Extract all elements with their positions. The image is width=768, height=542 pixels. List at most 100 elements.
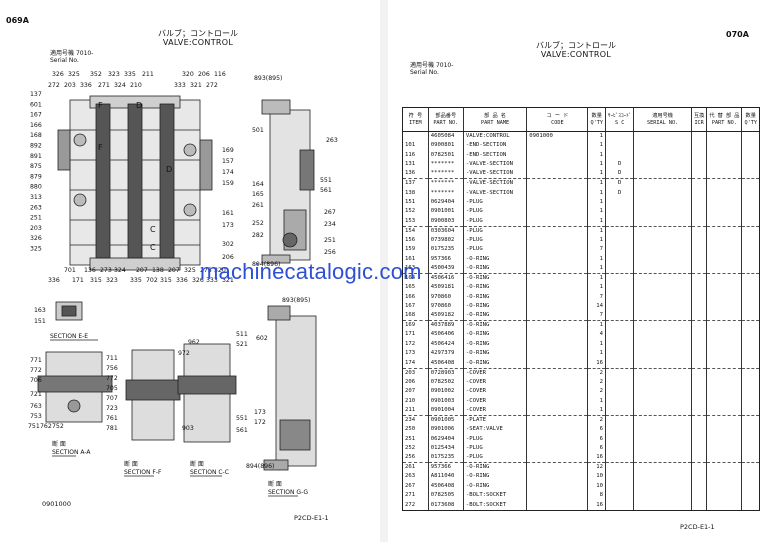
section-g-g-drawing	[263, 305, 317, 471]
cell-code	[526, 481, 588, 492]
cell-part-no: 970860	[427, 301, 464, 312]
cell-service-code	[604, 358, 634, 369]
cell-serial	[633, 254, 692, 264]
cell-item: 174	[402, 358, 429, 369]
cell-service-code	[604, 481, 634, 492]
cell-service-code	[604, 434, 634, 444]
cell-rep-qty	[741, 368, 760, 378]
callout-number: 333	[174, 82, 186, 89]
callout-number: 251	[30, 215, 42, 222]
cell-serial	[633, 377, 692, 387]
cell-rep-qty	[741, 491, 760, 501]
callout-number: 706	[30, 377, 42, 384]
cell-rep-part	[706, 273, 742, 283]
cell-rep-qty	[741, 226, 760, 236]
callout-number: 321	[190, 82, 202, 89]
section-kanji-c: 断 面	[190, 460, 204, 468]
cell-code	[526, 377, 588, 387]
cell-code	[526, 254, 588, 264]
cell-part-no: *******	[427, 159, 464, 170]
cell-rep-qty	[741, 349, 760, 359]
cell-part-name: -END-SECTION	[462, 141, 527, 151]
cell-part-no: 0901002	[427, 387, 464, 397]
cell-qty: 1	[587, 339, 606, 350]
cell-code	[526, 216, 588, 227]
cell-code: 0901000	[526, 131, 588, 141]
cell-rep-part	[706, 396, 742, 406]
cell-rep-icr	[690, 197, 707, 208]
footer-code-left: 0901000	[42, 500, 71, 508]
cell-part-name: -PLUG	[462, 453, 527, 464]
callout-number: 137	[30, 91, 42, 98]
cell-rep-icr	[690, 150, 707, 160]
cell-rep-icr	[690, 358, 707, 369]
cell-qty: 1	[587, 159, 606, 170]
cell-code	[526, 491, 588, 501]
cell-item: 173	[402, 349, 429, 359]
cell-rep-icr	[690, 311, 707, 322]
callout-number: 879	[30, 173, 42, 180]
callout-number: 335	[130, 277, 142, 284]
callout-number: 207	[168, 267, 180, 274]
callout-number: 210	[130, 82, 142, 89]
cell-code	[526, 368, 588, 378]
callout-number: 701	[64, 267, 76, 274]
callout-number: 762	[40, 423, 52, 430]
cell-serial	[633, 169, 692, 180]
cell-item: 131	[402, 159, 429, 170]
cell-service-code	[604, 273, 634, 283]
cell-service-code	[604, 207, 634, 217]
cell-qty: 1	[587, 131, 606, 141]
callout-number: 352	[90, 71, 102, 78]
callout-number: 165	[252, 191, 264, 198]
callout-number: 282	[252, 232, 264, 239]
cell-serial	[633, 349, 692, 359]
callout-number: 324	[114, 267, 126, 274]
cell-qty: 16	[587, 500, 606, 511]
cell-serial	[633, 481, 692, 492]
callout-number: 752	[52, 423, 64, 430]
cell-rep-part	[706, 330, 742, 340]
cell-rep-part	[706, 188, 742, 198]
cell-part-no: 4037889	[427, 320, 464, 331]
callout-number: 207	[136, 267, 148, 274]
cell-part-name: -O-RING	[462, 472, 527, 482]
callout-number: 892	[30, 143, 42, 150]
cell-rep-part	[706, 216, 742, 227]
cell-service-code	[604, 282, 634, 293]
cell-rep-qty	[741, 273, 760, 283]
callout-number: 723	[106, 405, 118, 412]
cell-qty: 2	[587, 368, 606, 378]
cell-rep-part	[706, 368, 742, 378]
cell-rep-qty	[741, 500, 760, 511]
cell-item: 203	[402, 368, 429, 378]
cell-rep-icr	[690, 396, 707, 406]
cell-rep-qty	[741, 443, 760, 454]
callout-number: 511	[236, 331, 248, 338]
page-gutter	[380, 0, 388, 542]
section-e-e-drawing	[55, 301, 83, 321]
cell-item: 250	[402, 424, 429, 435]
callout-number: 271	[98, 82, 110, 89]
cell-serial	[633, 226, 692, 236]
serial-label-jp: 適用号機	[410, 62, 435, 69]
cell-part-no: 0739802	[427, 235, 464, 246]
cell-rep-icr	[690, 424, 707, 435]
section-marker: D	[166, 165, 172, 174]
cell-qty: 1	[587, 405, 606, 416]
cell-rep-part	[706, 358, 742, 369]
cell-item: 206	[402, 377, 429, 387]
callout-number: 302	[222, 241, 234, 248]
callout-number: 551	[320, 177, 332, 184]
cell-rep-icr	[690, 491, 707, 501]
cell-code	[526, 396, 588, 406]
cell-rep-icr	[690, 472, 707, 482]
